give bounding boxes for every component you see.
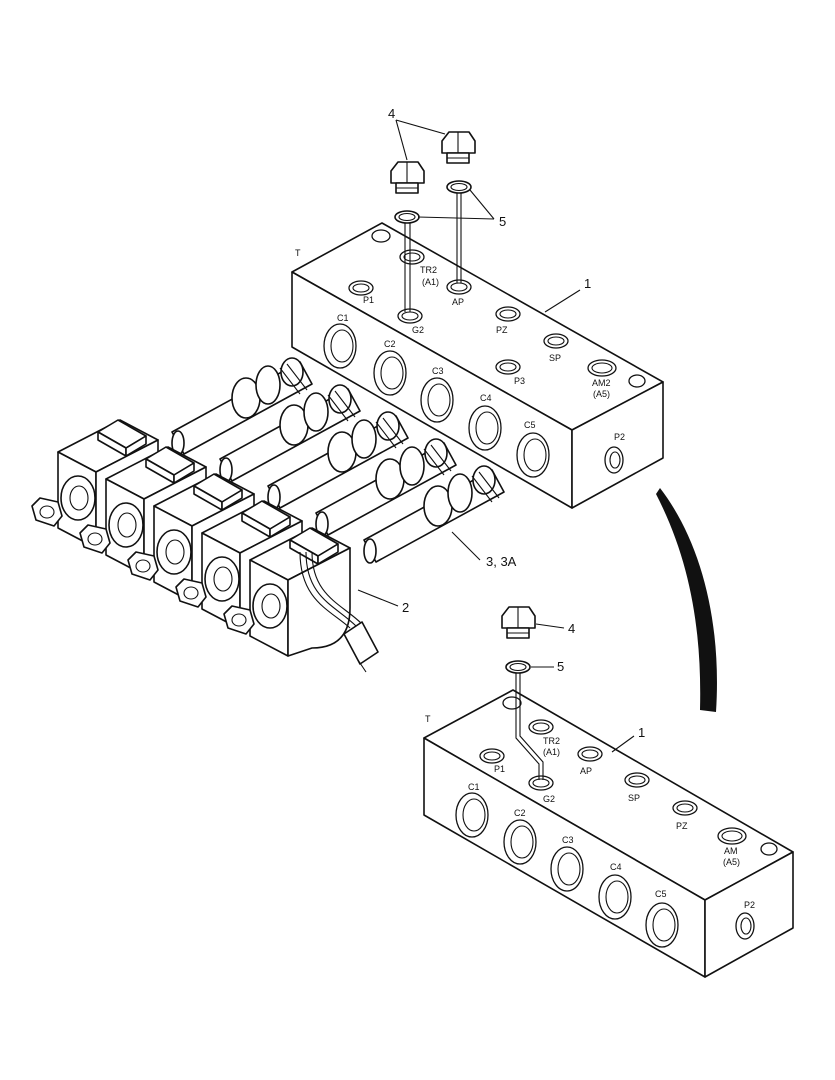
cartridge-valve-icon bbox=[267, 411, 409, 510]
upper-front-ports bbox=[323, 323, 624, 478]
callout-3-3a: 3, 3A bbox=[486, 554, 517, 569]
label-c2: C2 bbox=[514, 808, 526, 818]
label-c2: C2 bbox=[384, 339, 396, 349]
label-c5: C5 bbox=[655, 889, 667, 899]
solenoid-coil-icon bbox=[223, 527, 351, 657]
label-c3: C3 bbox=[562, 835, 574, 845]
plug-icon bbox=[441, 131, 476, 164]
o-ring-icon bbox=[446, 180, 472, 194]
callout-4-bottom: 4 bbox=[568, 621, 575, 636]
label-c1: C1 bbox=[468, 782, 480, 792]
label-pz: PZ bbox=[496, 325, 508, 335]
callout-5-bottom: 5 bbox=[557, 659, 564, 674]
label-p1: P1 bbox=[363, 295, 374, 305]
nut-icon bbox=[79, 524, 111, 554]
label-g2: G2 bbox=[412, 325, 424, 335]
arrow-icon bbox=[656, 488, 717, 712]
cartridge-valve-icon bbox=[363, 465, 505, 564]
callout-1-bottom: 1 bbox=[638, 725, 645, 740]
lower-front-ports bbox=[455, 792, 755, 948]
upper-block-end-face bbox=[571, 381, 664, 509]
guide-line bbox=[515, 673, 540, 780]
cartridge-valve-icon bbox=[219, 384, 361, 483]
label-c3: C3 bbox=[432, 366, 444, 376]
label-am: AM bbox=[724, 846, 738, 856]
label-am2: AM2 bbox=[592, 378, 611, 388]
label-c4: C4 bbox=[480, 393, 492, 403]
label-ap: AP bbox=[452, 297, 464, 307]
label-a1: (A1) bbox=[422, 277, 439, 287]
nut-icon bbox=[127, 551, 159, 581]
port-hole bbox=[371, 229, 391, 243]
cartridge-valve-icon bbox=[315, 438, 457, 537]
solenoid-coils bbox=[31, 419, 351, 657]
label-sp: SP bbox=[549, 353, 561, 363]
label-c5: C5 bbox=[524, 420, 536, 430]
label-tr2: TR2 bbox=[420, 265, 437, 275]
label-sp: SP bbox=[628, 793, 640, 803]
nut-icon bbox=[31, 497, 63, 527]
plug-icon bbox=[390, 161, 425, 194]
label-t: T bbox=[295, 248, 301, 258]
callout-2: 2 bbox=[402, 600, 409, 615]
label-a5: (A5) bbox=[723, 857, 740, 867]
label-tr2: TR2 bbox=[543, 736, 560, 746]
label-a1: (A1) bbox=[543, 747, 560, 757]
cartridge-valve-icon bbox=[171, 357, 313, 456]
label-pz: PZ bbox=[676, 821, 688, 831]
label-a5: (A5) bbox=[593, 389, 610, 399]
callout-4-top: 4 bbox=[388, 106, 395, 121]
manifold-block-upper: T P1 TR2 (A1) AP G2 PZ SP P3 AM2 (A5) C1… bbox=[291, 222, 664, 509]
label-p2: P2 bbox=[744, 900, 755, 910]
label-ap: AP bbox=[580, 766, 592, 776]
label-c1: C1 bbox=[337, 313, 349, 323]
o-ring-icon bbox=[505, 660, 531, 674]
label-p2: P2 bbox=[614, 432, 625, 442]
label-p3: P3 bbox=[514, 376, 525, 386]
nut-icon bbox=[175, 578, 207, 608]
callout-1-top: 1 bbox=[584, 276, 591, 291]
label-p1: P1 bbox=[494, 764, 505, 774]
cartridge-valves bbox=[171, 357, 505, 564]
label-c4: C4 bbox=[610, 862, 622, 872]
label-t: T bbox=[425, 714, 431, 724]
callout-5-top: 5 bbox=[499, 214, 506, 229]
connector-icon bbox=[299, 551, 379, 673]
manifold-block-lower: T P1 TR2 (A1) AP G2 SP PZ AM (A5) C1 C2 … bbox=[423, 689, 794, 978]
nut-icon bbox=[223, 605, 255, 635]
plug-icon bbox=[501, 606, 536, 639]
label-g2: G2 bbox=[543, 794, 555, 804]
upper-top-ports bbox=[348, 229, 646, 388]
